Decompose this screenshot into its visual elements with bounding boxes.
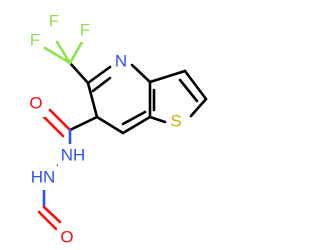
bond-carbonyl-o-double — [42, 115, 65, 138]
hydrazide-hn-label: HN — [31, 168, 56, 187]
bond-cf3-ring — [68, 61, 90, 85]
bond-c3-c2 — [183, 69, 208, 101]
bond-carbonyl-o — [48, 108, 72, 132]
ring-nitrogen-atom: N — [115, 52, 127, 71]
fluorine-atom-left: F — [30, 31, 40, 50]
bond-cho-o-double — [37, 210, 58, 231]
bond-c3a-c3 — [148, 69, 187, 84]
sulfur-atom: S — [170, 112, 181, 131]
bond-c3-c2-inner — [178, 78, 199, 103]
formyl-oxygen-atom: O — [60, 228, 73, 247]
bond-cho-o — [42, 205, 62, 224]
amide-oxygen-atom: O — [29, 94, 42, 113]
bond-c7a-c7-inner — [121, 110, 147, 126]
fluorine-atom-top: F — [49, 12, 59, 31]
bond-n-c3a — [130, 63, 152, 84]
bond-c7-c6 — [95, 115, 125, 135]
fluorine-atom-right: F — [80, 21, 90, 40]
atom-labels: F F F N S O NH HN O — [27, 10, 185, 250]
cf3-bonds — [43, 40, 90, 85]
molecule-structure: F F F N S O NH HN O — [27, 10, 208, 250]
bond-c5-n — [86, 65, 112, 85]
pyridine-ring — [86, 63, 152, 135]
bond-c-f-top — [55, 40, 72, 65]
bond-c5-n-inner — [91, 76, 112, 93]
bond-c2-s — [189, 97, 208, 118]
bond-c-f-left — [43, 46, 72, 65]
amide-nh-label: NH — [61, 146, 86, 165]
bond-c6-c5 — [86, 81, 99, 119]
molecule-canvas: F F F N S O NH HN O — [27, 10, 208, 250]
bond-s-c7a — [148, 115, 167, 124]
bond-c7a-c7 — [121, 115, 152, 135]
bond-c6-carbonyl — [68, 115, 99, 132]
bond-c-f-right — [68, 40, 84, 65]
thiophene-ring — [148, 69, 208, 124]
